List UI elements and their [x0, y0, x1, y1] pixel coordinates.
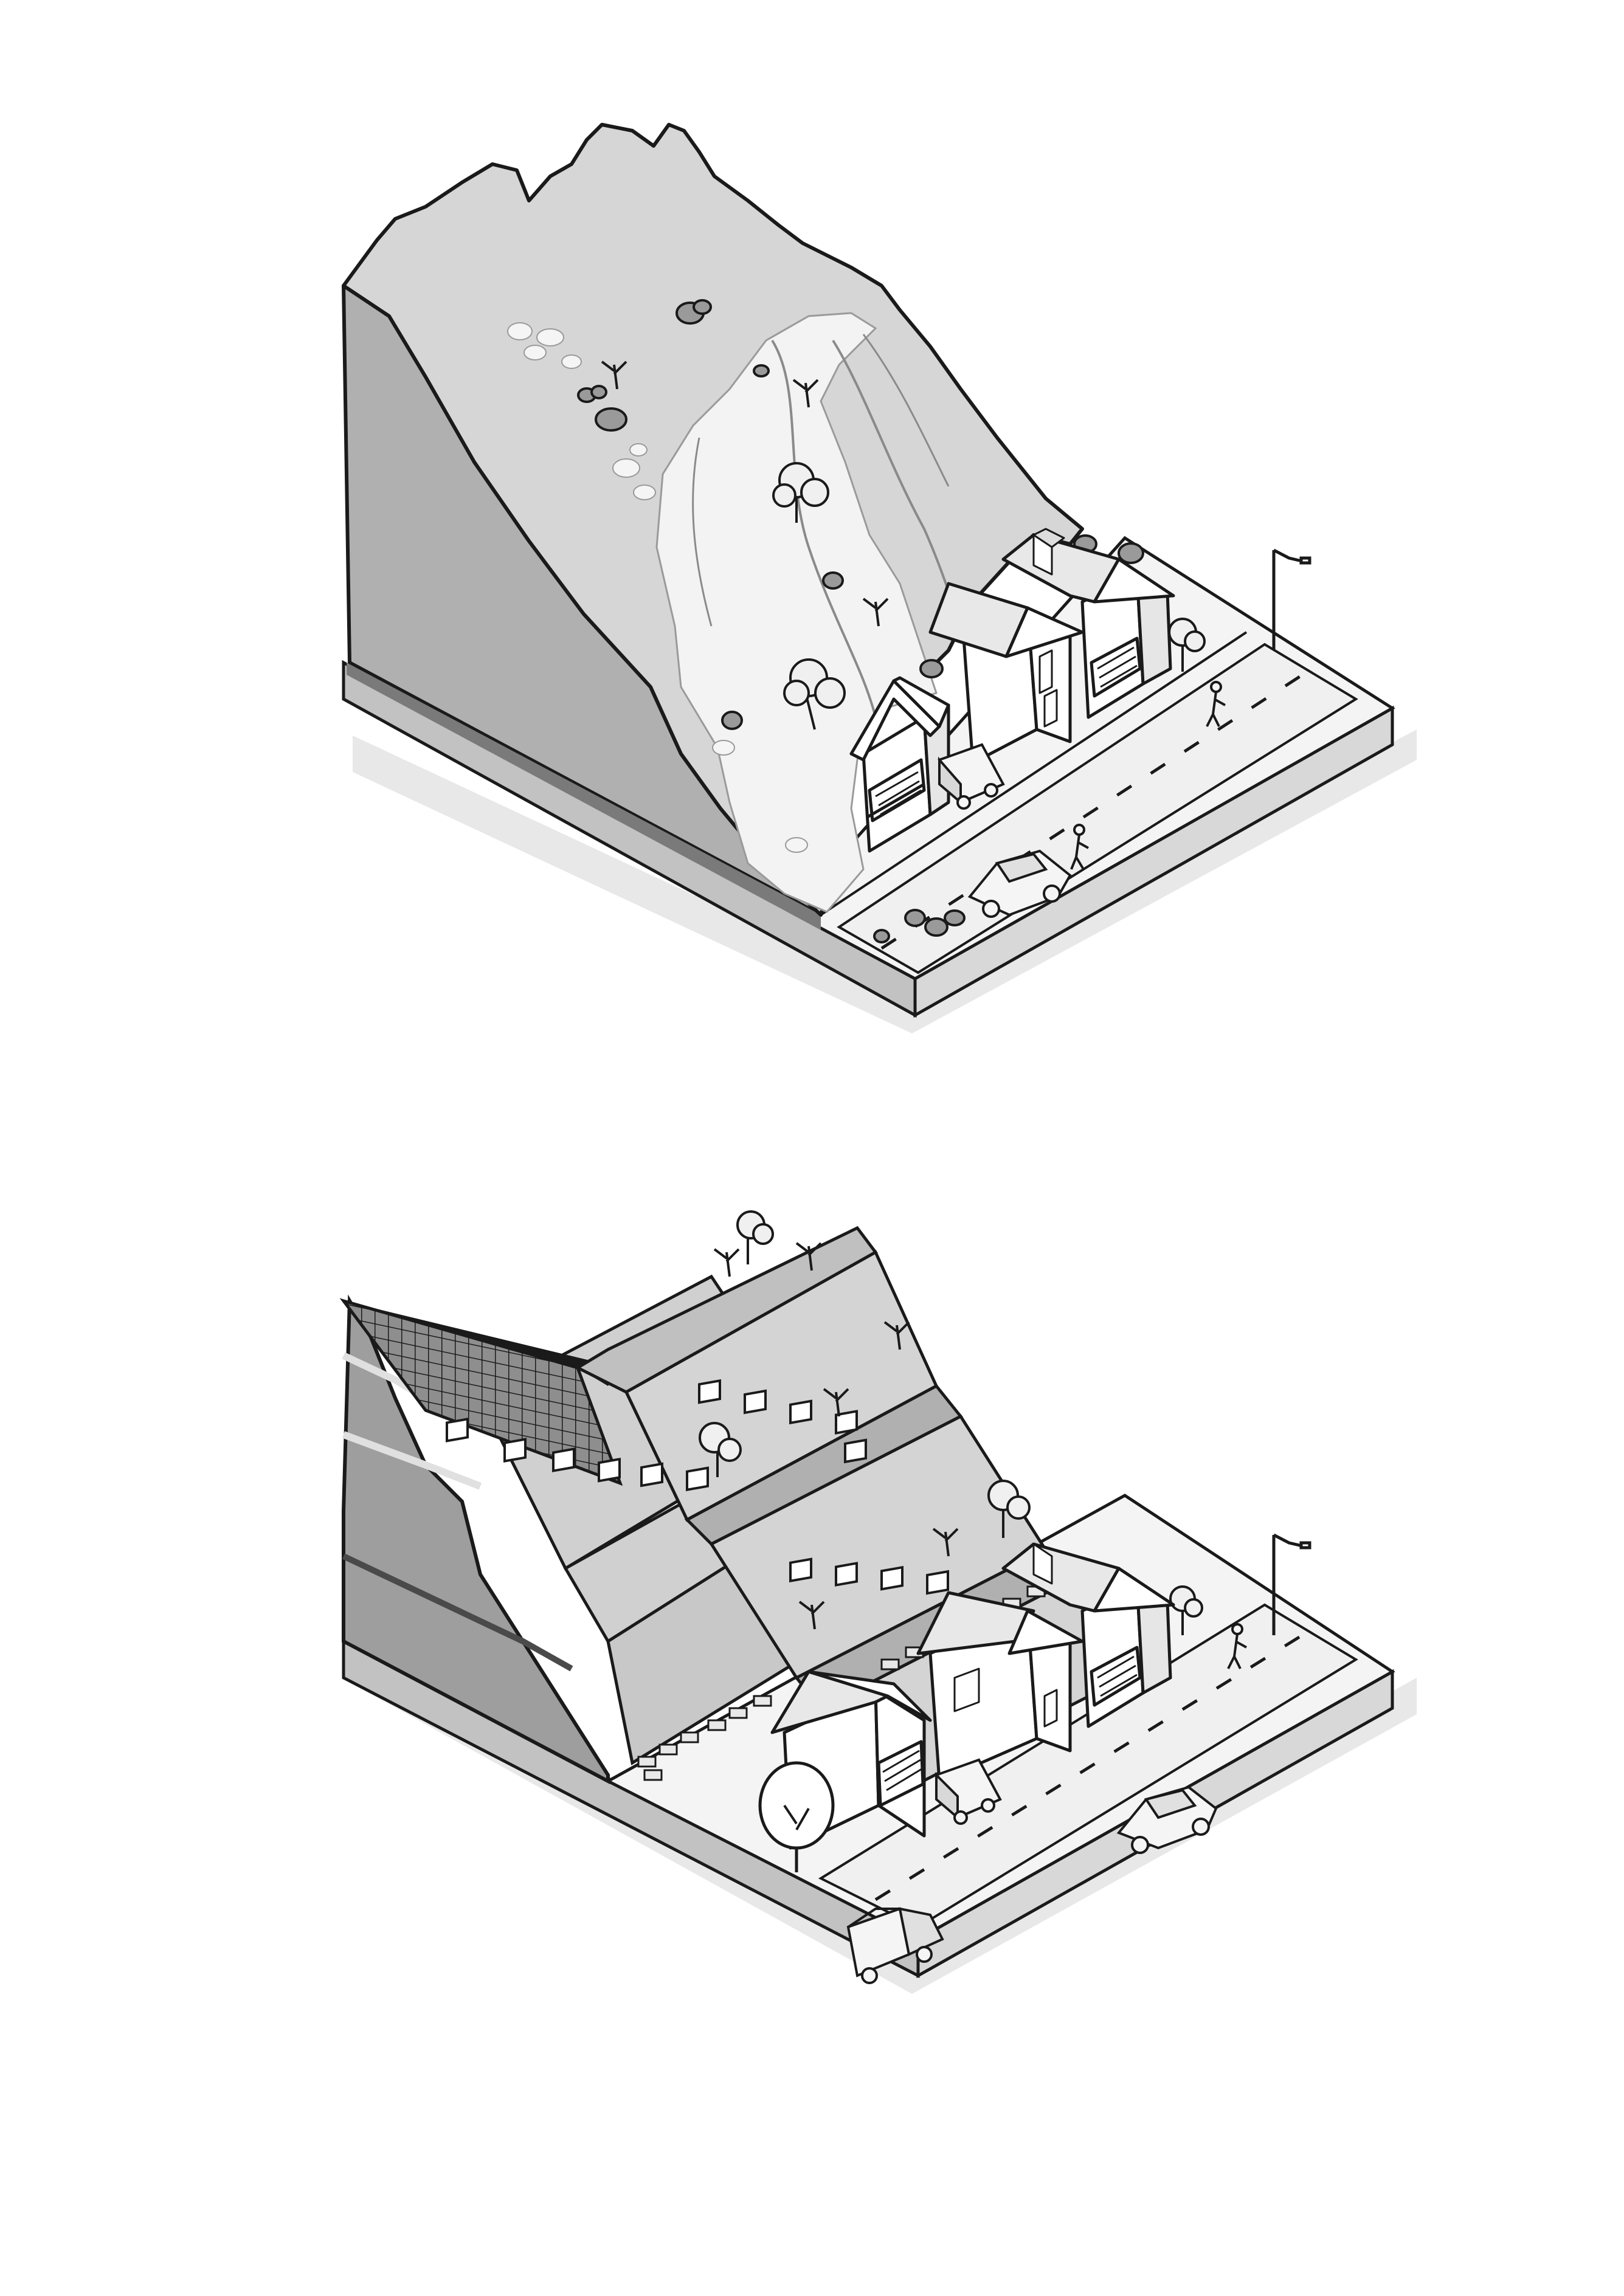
- house-middle: [928, 582, 1084, 765]
- car-bottom: [1116, 1785, 1218, 1854]
- street-tree-bottom: [758, 1761, 835, 1872]
- terrace-top-surface: [574, 1226, 878, 1394]
- slope-plants: [601, 360, 889, 730]
- van-damaged: [938, 743, 1005, 810]
- terrace-tree-1: [736, 1210, 774, 1264]
- pedestrian-bottom: [1227, 1623, 1247, 1669]
- landslide-debris-flow: [655, 312, 938, 913]
- house-front-bottom: [770, 1670, 932, 1850]
- streetlight: [1272, 548, 1311, 650]
- panel-after: [339, 1210, 1417, 1994]
- tree-on-slope-2: [783, 658, 846, 730]
- tree-on-slope-1: [772, 462, 829, 523]
- house-middle-bottom: [916, 1591, 1084, 1783]
- terrace-tree-3: [987, 1480, 1031, 1538]
- terrace-tree-2: [699, 1422, 742, 1477]
- sidewalk-curb: [820, 631, 1248, 916]
- panel-before: [342, 123, 1417, 1033]
- car: [967, 849, 1072, 918]
- truck-bottom: [846, 1907, 944, 1984]
- house-back: [1001, 528, 1175, 719]
- house-back-bottom: [1001, 1542, 1175, 1728]
- strata-band-3: [342, 1553, 573, 1672]
- landslide-scar-line-3: [862, 334, 950, 487]
- pedestrian-1: [1070, 824, 1089, 870]
- road-center-dashes-bottom: [874, 1630, 1308, 1901]
- debris-patches: [507, 322, 808, 853]
- mountain-side-base: [347, 663, 821, 930]
- street-tree-top: [1168, 618, 1206, 672]
- terrace-tree-4: [1169, 1585, 1203, 1635]
- house-front-damaged: [849, 676, 950, 853]
- pedestrian-2: [1206, 681, 1226, 727]
- terrace-vegetation: [699, 1210, 1203, 1635]
- strata-band-2: [342, 1431, 482, 1490]
- rockfall-boulders: [577, 299, 1144, 943]
- streetlight-bottom: [1272, 1533, 1311, 1635]
- landslide-scar-line: [771, 339, 877, 718]
- van-bottom: [935, 1758, 1002, 1825]
- drainage-blocks: [446, 1379, 949, 1595]
- road-center-dashes: [880, 670, 1308, 950]
- landslide-scar-line-4: [692, 437, 713, 627]
